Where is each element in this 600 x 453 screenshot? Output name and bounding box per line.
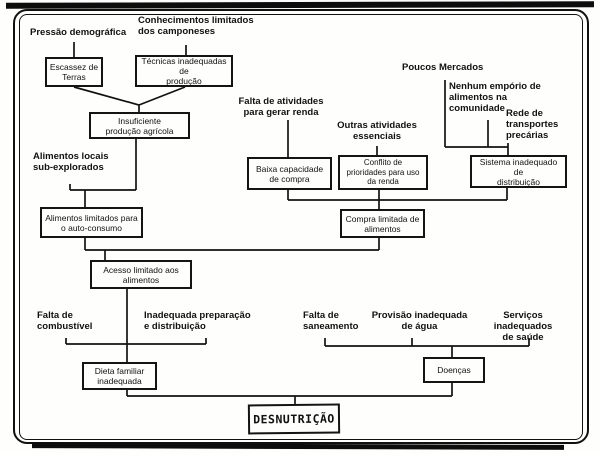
page-frame-inner	[19, 14, 583, 440]
label-provisao-agua: Provisão inadequada de água	[371, 310, 468, 332]
node-compra-limitada: Compra limitada de alimentos	[340, 209, 425, 238]
label-falta-saneamento: Falta de saneamento	[303, 310, 359, 332]
label-poucos-mercados: Poucos Mercados	[402, 62, 484, 73]
node-doencas: Doenças	[423, 357, 485, 383]
node-acesso-limitado: Acesso limitado aos alimentos	[90, 260, 192, 289]
label-servicos-saude: Serviços inadequados de saúde	[493, 310, 553, 343]
node-desnutricao: DESNUTRIÇÃO	[247, 403, 341, 435]
label-conhecimentos-limitados: Conhecimentos limitados dos camponeses	[138, 15, 254, 37]
node-baixa-capacidade: Baixa capacidade de compra	[247, 157, 332, 190]
node-conflito-prioridades: Conflito de prioridades para uso da rend…	[338, 155, 428, 190]
node-alimentos-limitados: Alimentos limitados para o auto-consumo	[40, 207, 143, 238]
label-inadequada-preparacao: Inadequada preparação e distribuição	[144, 310, 251, 332]
node-escassez-de-terras: Escassez de Terras	[45, 57, 103, 87]
node-sistema-inadequado: Sistema inadequado de distribuição	[470, 155, 567, 188]
label-rede-transportes: Rede de transportes precárias	[506, 108, 559, 141]
node-dieta-familiar: Dieta familiar inadequada	[82, 362, 157, 390]
node-tecnicas-inadequadas: Técnicas inadequadas de produção	[135, 55, 233, 87]
label-alimentos-locais: Alimentos locais sub-explorados	[33, 151, 109, 173]
node-insuficiente-producao: Insuficiente produção agrícola	[89, 112, 190, 139]
label-falta-combustivel: Falta de combustível	[37, 310, 93, 332]
label-pressao-demografica: Pressão demográfica	[30, 27, 127, 38]
label-outras-atividades: Outras atividades essenciais	[337, 120, 417, 142]
label-nenhum-emporio: Nenhum empório de alimentos na comunidad…	[449, 81, 541, 114]
label-falta-de-atividades: Falta de atividades para gerar renda	[238, 96, 324, 118]
page-frame-outer	[13, 9, 589, 444]
